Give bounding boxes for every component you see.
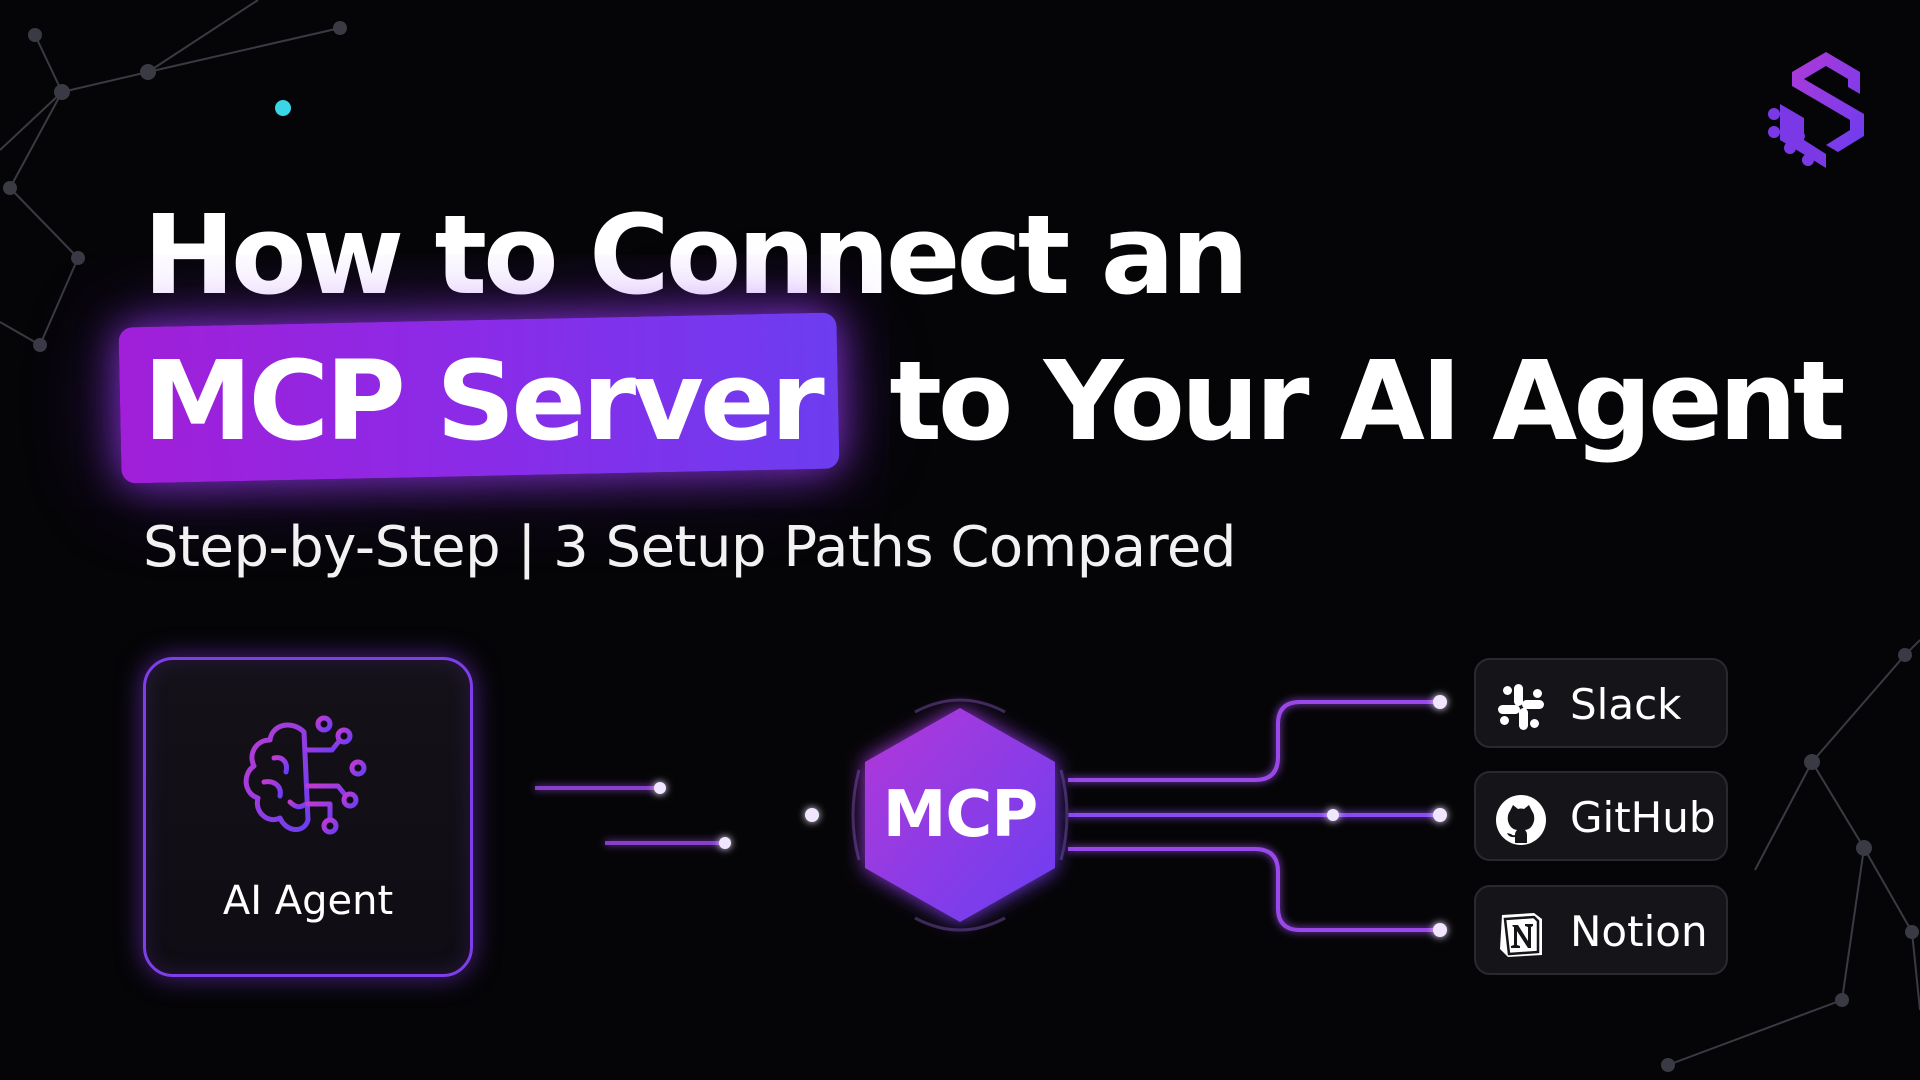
service-card-notion: Notion (1474, 885, 1728, 975)
brand-logo-icon (1768, 52, 1864, 168)
stream-dot-bottom (719, 837, 731, 849)
mcp-to-slack-line (1068, 700, 1440, 782)
title-line-2: MCP Server to Your AI Agent (143, 346, 1846, 456)
mcp-hub: MCP (845, 690, 1075, 940)
service-label-notion: Notion (1570, 907, 1708, 956)
notion-icon (1500, 913, 1542, 957)
title-line-1: How to Connect an (143, 191, 1249, 319)
service-label-github: GitHub (1570, 793, 1716, 842)
cyan-accent-dot (275, 100, 291, 116)
brain-circuit-icon (243, 715, 367, 835)
github-mid-dot (1327, 809, 1339, 821)
title-highlight-text: MCP Server (143, 337, 825, 465)
service-card-github: GitHub (1474, 771, 1728, 861)
mcp-input-dot (805, 808, 819, 822)
service-label-slack: Slack (1570, 680, 1682, 729)
slack-icon (1498, 684, 1544, 730)
ai-agent-card: AI Agent (143, 657, 473, 977)
notion-endpoint-dot (1433, 923, 1447, 937)
stream-dot-top (654, 782, 666, 794)
github-endpoint-dot (1433, 808, 1447, 822)
slack-endpoint-dot (1433, 695, 1447, 709)
ai-agent-label: AI Agent (222, 878, 394, 924)
mcp-to-notion-line (1068, 847, 1440, 932)
service-card-slack: Slack (1474, 658, 1728, 748)
mcp-hexagon-shape (851, 698, 1069, 932)
subtitle: Step-by-Step | 3 Setup Paths Compared (143, 515, 1236, 580)
github-icon (1496, 795, 1546, 845)
title-line-2-rest: to Your AI Agent (889, 337, 1845, 465)
mcp-hub-label: MCP (882, 778, 1039, 852)
